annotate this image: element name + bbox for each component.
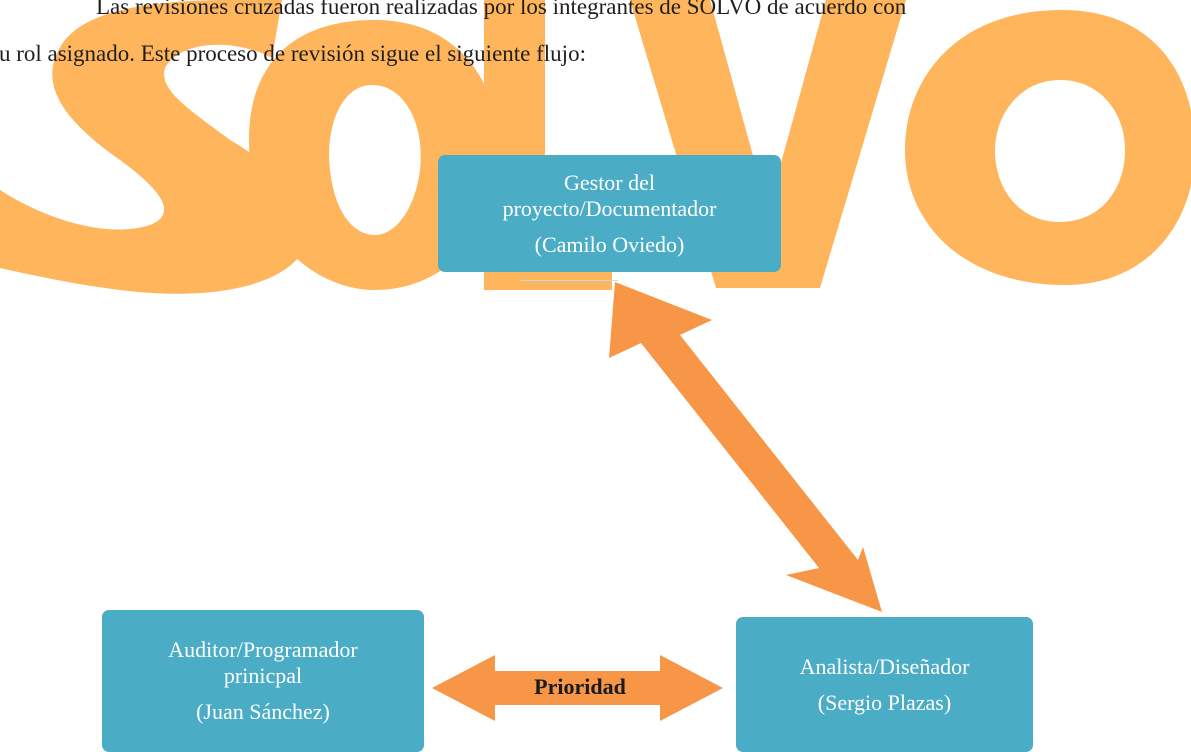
node-auditor-person: (Juan Sánchez) bbox=[196, 699, 330, 724]
node-auditor-title-a: Auditor/Programador bbox=[168, 637, 358, 662]
arrow-gestor-analista bbox=[609, 282, 882, 612]
node-auditor-programador: Auditor/Programador prinicpal (Juan Sánc… bbox=[102, 610, 424, 752]
node-auditor-title-b: prinicpal bbox=[223, 663, 303, 688]
intro-line-2: su rol asignado. Este proceso de revisió… bbox=[0, 41, 586, 66]
intro-line-1: Las revisiones cruzadas fueron realizada… bbox=[96, 0, 907, 19]
watermark-letter-o1 bbox=[248, 20, 500, 290]
node-analista-disenador: Analista/Diseñador (Sergio Plazas) bbox=[736, 617, 1033, 752]
node-gestor-person: (Camilo Oviedo) bbox=[534, 231, 685, 257]
node-gestor-title-b: proyecto/Documentador bbox=[502, 195, 717, 221]
watermark-letter-o2 bbox=[905, 10, 1191, 285]
node-gestor-underline bbox=[520, 280, 618, 281]
node-analista-title: Analista/Diseñador bbox=[799, 653, 970, 679]
node-gestor-proyecto: Gestor del proyecto/Documentador (Camilo… bbox=[438, 155, 781, 272]
arrow-auditor-analista bbox=[432, 655, 723, 721]
node-gestor-title-a: Gestor del bbox=[563, 169, 656, 195]
watermark-letter-s bbox=[0, 0, 307, 294]
arrow-label-prioridad: Prioridad bbox=[534, 674, 626, 699]
node-analista-person: (Sergio Plazas) bbox=[817, 689, 952, 715]
